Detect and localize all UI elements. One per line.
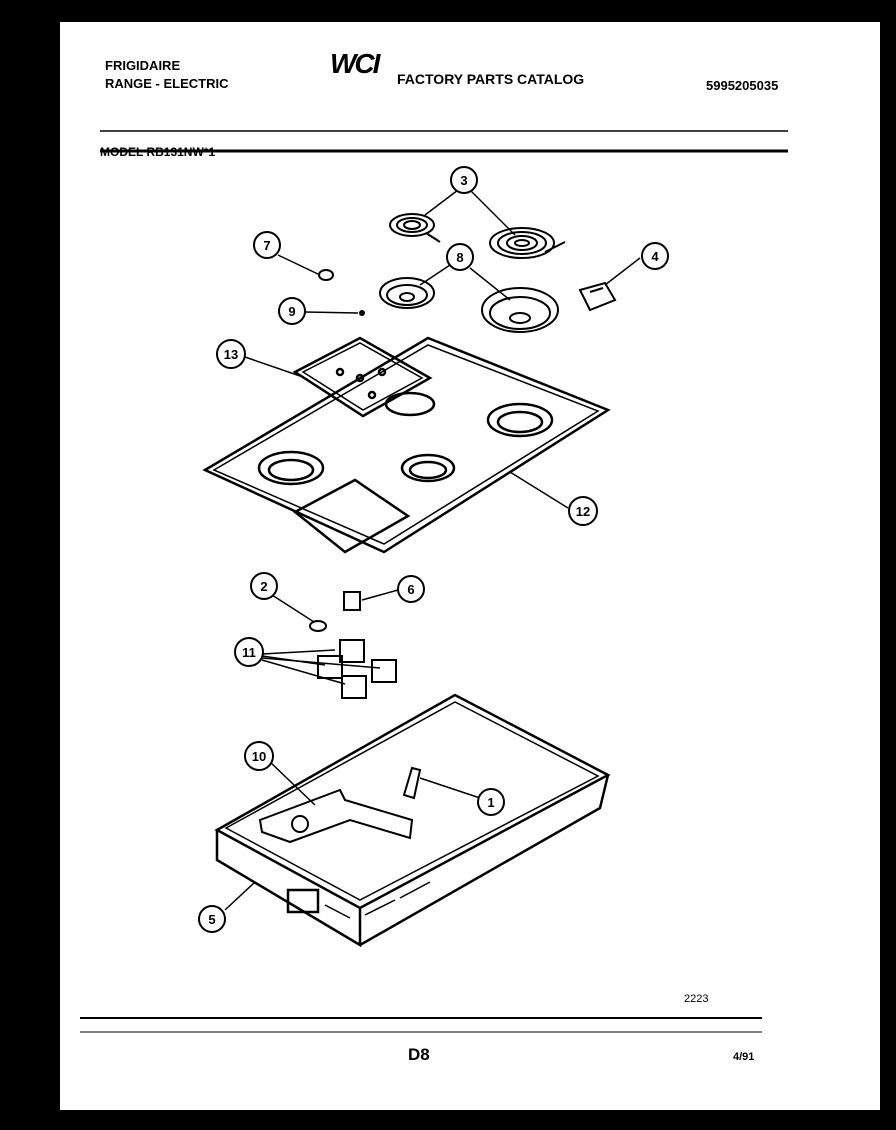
cooktop-box [214, 693, 611, 948]
knob-part [309, 620, 327, 632]
infinite-switches [317, 639, 397, 699]
callout-6: 6 [397, 575, 425, 603]
callout-1: 1 [477, 788, 505, 816]
svg-text:9: 9 [288, 304, 295, 319]
surface-element-small [389, 213, 441, 243]
callout-3: 3 [450, 166, 478, 194]
svg-text:7: 7 [263, 238, 270, 253]
header-rules [80, 130, 788, 1033]
callout-13: 13 [216, 339, 246, 369]
revision-date: 4/91 [733, 1051, 755, 1063]
svg-text:2: 2 [260, 579, 267, 594]
svg-text:4: 4 [651, 249, 659, 264]
callout-7: 7 [253, 231, 281, 259]
callout-12: 12 [568, 496, 598, 526]
catalog-sheet [60, 22, 880, 1110]
drip-pan-small [379, 277, 435, 309]
svg-text:3: 3 [460, 173, 467, 188]
svg-text:1: 1 [487, 795, 494, 810]
clip-part [318, 269, 334, 281]
callout-11: 11 [234, 637, 264, 667]
callout-10: 10 [244, 741, 274, 771]
svg-text:6: 6 [407, 582, 414, 597]
product-type: RANGE - ELECTRIC [105, 76, 229, 91]
catalog-number: 5995205035 [706, 78, 779, 93]
svg-text:5: 5 [208, 912, 215, 927]
switch-part [343, 591, 361, 611]
surface-element-large [489, 227, 566, 259]
thermostat-part [402, 766, 422, 800]
callout-9: 9 [278, 297, 306, 325]
svg-text:13: 13 [224, 347, 238, 362]
cooktop-top [202, 336, 611, 554]
drip-pan-large [481, 287, 559, 333]
page-label: D8 [408, 1045, 430, 1064]
figure-number: 2223 [684, 993, 709, 1005]
brand-name: FRIGIDAIRE [105, 58, 181, 73]
terminal-block [578, 281, 617, 312]
leader-lines [224, 189, 641, 911]
svg-text:12: 12 [576, 504, 590, 519]
screw-part [359, 310, 365, 316]
svg-text:10: 10 [252, 749, 266, 764]
callout-4: 4 [641, 242, 669, 270]
callout-5: 5 [198, 905, 226, 933]
callout-2: 2 [250, 572, 278, 600]
support-bracket [258, 788, 414, 844]
svg-text:11: 11 [242, 645, 256, 660]
control-panel [292, 336, 433, 418]
svg-text:8: 8 [456, 250, 463, 265]
callout-8: 8 [446, 243, 474, 271]
catalog-title: FACTORY PARTS CATALOG [397, 71, 585, 87]
